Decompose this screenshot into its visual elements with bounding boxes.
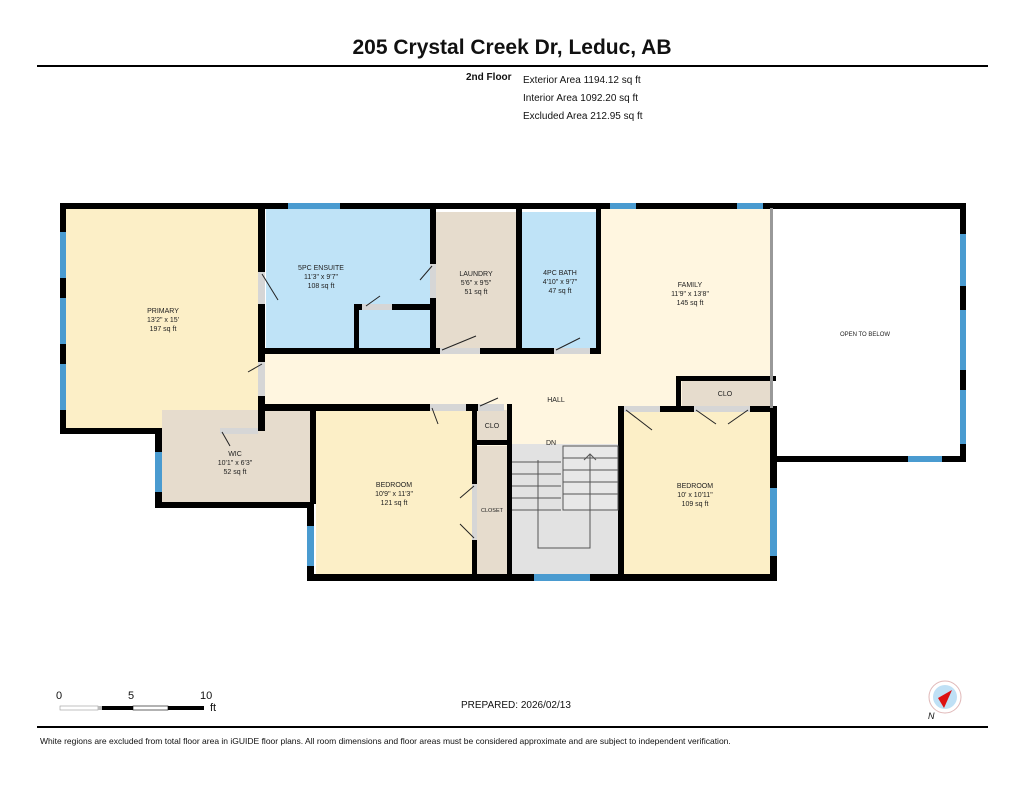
room-hall — [262, 354, 682, 410]
clo1-label: CLO — [485, 423, 500, 430]
bath-name: 4PC BATH — [543, 270, 577, 277]
interior-area: Interior Area 1092.20 sq ft — [523, 93, 639, 104]
family-dims: 11'9" x 13'8" — [671, 291, 709, 298]
scale-unit: ft — [210, 702, 217, 714]
staircase — [512, 445, 619, 549]
excluded-area: Excluded Area 212.95 sq ft — [523, 111, 643, 122]
bedroom1-name: BEDROOM — [376, 482, 412, 489]
header-divider — [37, 65, 988, 67]
room-wic — [162, 410, 310, 502]
wic-dims: 10'1" x 6'3" — [218, 460, 253, 467]
scale-label-10: 10 — [200, 690, 213, 702]
ensuite-dims: 11'3" x 9'7" — [304, 274, 338, 281]
family-open-edge — [770, 208, 773, 408]
laundry-area: 51 sq ft — [465, 289, 488, 296]
exterior-area: Exterior Area 1194.12 sq ft — [523, 75, 641, 86]
scale-label-5: 5 — [128, 690, 135, 702]
bedroom1-area: 121 sq ft — [381, 500, 408, 507]
room-clo1 — [476, 410, 508, 442]
compass-label: N — [928, 711, 935, 721]
stairs-down-label: DN — [546, 440, 556, 447]
room-bedroom1 — [316, 410, 472, 575]
area-summary: Exterior Area 1194.12 sq ft Interior Are… — [523, 72, 643, 126]
floor-label: 2nd Floor — [466, 72, 512, 83]
hall-label: HALL — [547, 397, 565, 404]
room-closet — [476, 446, 508, 574]
bedroom2-dims: 10' x 10'11" — [677, 492, 713, 499]
wic-area: 52 sq ft — [224, 469, 247, 476]
family-name: FAMILY — [678, 282, 703, 289]
primary-name: PRIMARY — [147, 308, 179, 315]
closet-label: CLOSET — [481, 508, 504, 514]
ensuite-name: 5PC ENSUITE — [298, 265, 344, 272]
doors — [220, 264, 750, 540]
room-bath — [522, 212, 598, 352]
prepared-date: PREPARED: 2026/02/13 — [461, 700, 571, 711]
ensuite-area: 108 sq ft — [308, 283, 335, 290]
laundry-dims: 5'6" x 9'5" — [461, 280, 492, 287]
laundry-name: LAUNDRY — [459, 271, 493, 278]
scale-bar — [59, 705, 204, 711]
door-swings — [221, 265, 749, 539]
bedroom1-dims: 10'9" x 11'3" — [375, 491, 413, 498]
room-clo2 — [682, 378, 770, 406]
scale-label-0: 0 — [56, 690, 63, 702]
clo2-label: CLO — [718, 391, 733, 398]
windows — [60, 203, 966, 581]
room-laundry — [436, 212, 516, 352]
primary-dims: 13'2" x 15' — [147, 317, 179, 324]
primary-area: 197 sq ft — [150, 326, 177, 333]
bath-area: 47 sq ft — [549, 288, 572, 295]
bedroom2-name: BEDROOM — [677, 483, 713, 490]
open-below-label: OPEN TO BELOW — [840, 332, 890, 338]
room-bedroom2 — [624, 410, 770, 575]
disclaimer: White regions are excluded from total fl… — [40, 736, 731, 746]
north-compass-icon — [928, 680, 962, 714]
page-title: 205 Crystal Creek Dr, Leduc, AB — [352, 36, 672, 59]
room-primary — [64, 208, 262, 430]
room-ensuite — [266, 208, 432, 350]
footer-divider — [37, 726, 988, 728]
bedroom2-area: 109 sq ft — [682, 501, 709, 508]
family-area: 145 sq ft — [677, 300, 704, 307]
wic-name: WIC — [228, 451, 242, 458]
bath-dims: 4'10" x 9'7" — [543, 279, 578, 286]
